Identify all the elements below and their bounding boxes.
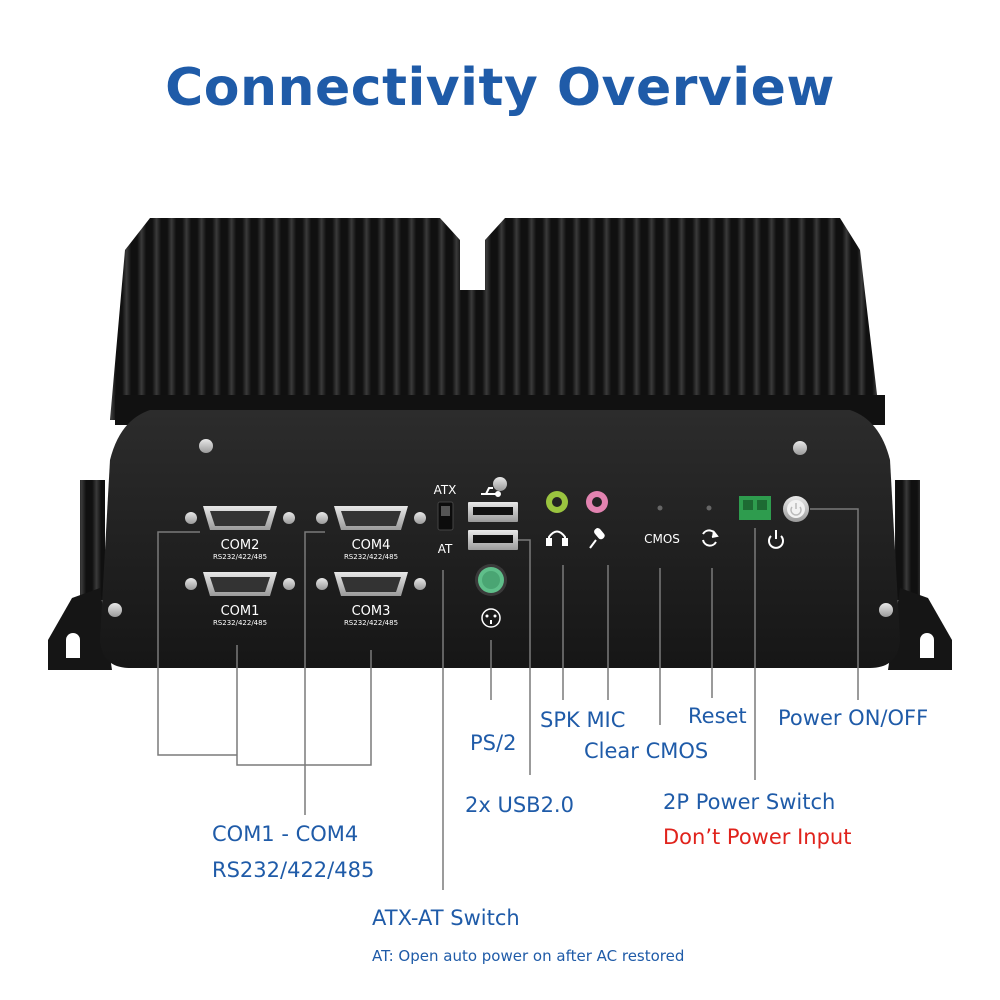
spk-mic-label: SPK MIC: [540, 708, 626, 732]
mic-jack: [586, 491, 608, 513]
cmos-label: CMOS: [644, 532, 680, 546]
ps2-port: [475, 564, 507, 596]
right-side-fins: [895, 480, 920, 600]
reset-pinhole: [706, 505, 712, 511]
power-on-off-label: Power ON/OFF: [778, 706, 929, 730]
com4-spec: RS232/422/485: [344, 553, 398, 561]
heatsink-fins: [110, 218, 885, 425]
com-spec-label: RS232/422/485: [212, 858, 375, 882]
power-warning-label: Don’t Power Input: [663, 825, 852, 849]
atx-label: ATX: [434, 483, 457, 497]
com1-port: [185, 572, 295, 596]
com2-label: COM2: [221, 538, 260, 553]
com1-spec: RS232/422/485: [213, 619, 267, 627]
left-side-fins: [80, 480, 105, 600]
usb-label: 2x USB2.0: [465, 793, 574, 817]
at-note: AT: Open auto power on after AC restored: [372, 947, 685, 965]
com4-label: COM4: [352, 538, 391, 553]
ps2-icon: [481, 608, 501, 628]
speaker-jack: [546, 491, 568, 513]
panel-screws: [108, 439, 893, 617]
com2-spec: RS232/422/485: [213, 553, 267, 561]
power-icon: [768, 530, 784, 549]
at-label: AT: [438, 542, 453, 556]
com3-port: [316, 572, 426, 596]
com4-port: [316, 506, 426, 530]
ps2-label: PS/2: [470, 731, 517, 755]
com2-port: [185, 506, 295, 530]
microphone-icon: [589, 528, 605, 549]
right-mounting-bracket: [888, 588, 952, 670]
atx-at-switch-label: ATX-AT Switch: [372, 906, 520, 930]
headphone-icon: [546, 530, 568, 546]
page-title: Connectivity Overview: [165, 58, 835, 118]
usb-icon: [481, 487, 501, 497]
com-range-label: COM1 - COM4: [212, 822, 359, 846]
reset-label: Reset: [688, 704, 747, 728]
clear-cmos-label: Clear CMOS: [584, 739, 709, 763]
com3-spec: RS232/422/485: [344, 619, 398, 627]
usb-ports: [468, 502, 518, 550]
com1-label: COM1: [221, 604, 260, 619]
left-mounting-bracket: [48, 588, 112, 670]
2p-power-terminal: [739, 496, 771, 520]
com3-label: COM3: [352, 604, 391, 619]
reset-icon: [702, 529, 719, 547]
cmos-pinhole: [657, 505, 663, 511]
power-button: [783, 496, 809, 522]
power-switch-label: 2P Power Switch: [663, 790, 836, 814]
leader-lines: [157, 508, 859, 890]
atx-at-switch: [437, 501, 454, 531]
